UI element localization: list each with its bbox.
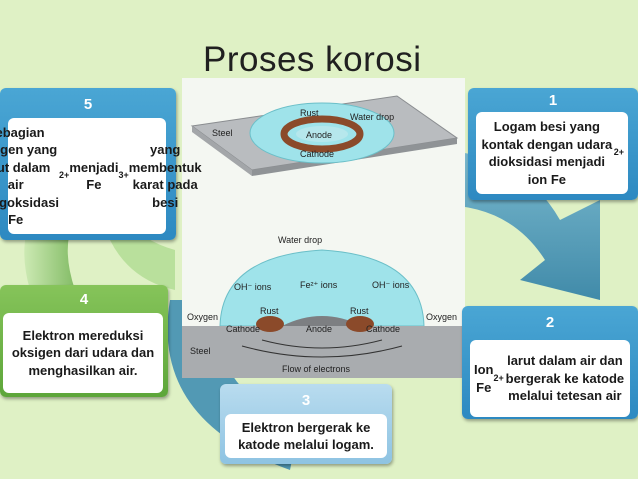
step-1-text: Logam besi yang kontak dengan udara diok…: [476, 112, 628, 194]
label-rust-top: Rust: [300, 108, 319, 118]
label-water-drop-top: Water drop: [350, 112, 394, 122]
label-cathode-top: Cathode: [300, 149, 334, 159]
step-1-box: 1 Logam besi yang kontak dengan udara di…: [468, 88, 638, 200]
label-oxygen-left: Oxygen: [187, 312, 218, 322]
rust-ring-top: [280, 115, 364, 153]
water-drop-bottom: [219, 249, 425, 327]
step-4-text: Elektron mereduksi oksigen dari udara da…: [3, 313, 163, 393]
step-5-box: 5 Sebagian oksigen yang larut dalam air …: [0, 88, 202, 240]
page-title: Proses korosi: [203, 40, 422, 79]
step-1-number: 1: [548, 92, 558, 109]
step-2-number: 2: [545, 314, 555, 331]
label-fe-ions: Fe²⁺ ions: [300, 280, 338, 290]
electron-flow-arrows: [241, 339, 403, 358]
rust-left: [256, 316, 284, 332]
step-3-box: 3 Elektron bergerak ke katode melalui lo…: [220, 384, 392, 464]
label-oh-right: OH⁻ ions: [372, 280, 410, 290]
label-oxygen-right: Oxygen: [426, 312, 457, 322]
label-steel-top: Steel: [212, 128, 233, 138]
label-cathode-right: Cathode: [366, 324, 400, 334]
label-anode-top: Anode: [306, 130, 332, 140]
label-water-drop-bottom: Water drop: [278, 235, 322, 245]
step-4-box: 4 Elektron mereduksi oksigen dari udara …: [0, 285, 168, 397]
label-flow-electrons: Flow of electrons: [282, 364, 351, 374]
label-steel-bottom: Steel: [190, 346, 211, 356]
corrosion-illustration: Rust Water drop Steel Anode Cathode Wate…: [182, 78, 465, 378]
step-5-number: 5: [83, 96, 93, 113]
step-3-number: 3: [301, 392, 311, 409]
steel-block-bottom: [182, 326, 465, 378]
rust-right: [346, 316, 374, 332]
step-4-number: 4: [79, 291, 89, 308]
label-anode-bottom: Anode: [306, 324, 332, 334]
label-cathode-left: Cathode: [226, 324, 260, 334]
step-3-text: Elektron bergerak ke katode melalui loga…: [225, 414, 387, 458]
label-oh-left: OH⁻ ions: [234, 282, 272, 292]
step-5-text: Sebagian oksigen yang larut dalam air me…: [0, 118, 202, 234]
label-rust-left: Rust: [260, 306, 279, 316]
label-rust-right: Rust: [350, 306, 369, 316]
